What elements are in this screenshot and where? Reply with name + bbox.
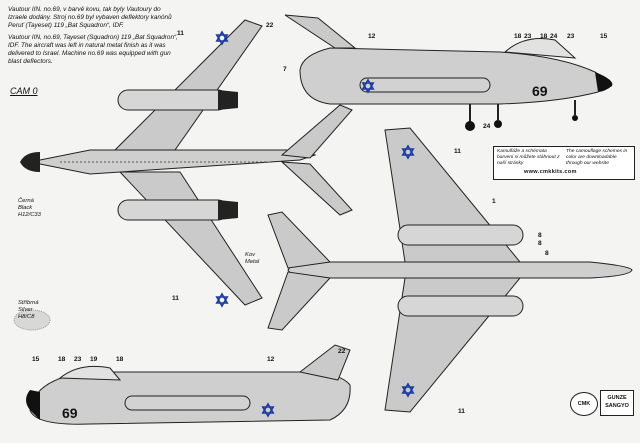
- callout-11-bottom: 11: [458, 408, 465, 415]
- gunze-sangyo-logo: GUNZE SANGYO: [600, 390, 634, 416]
- note-metal: Kov Metal: [245, 252, 260, 265]
- callout-23a: 23: [524, 33, 532, 40]
- callout-22-bottom: 22: [338, 348, 346, 355]
- callout-1: 1: [492, 198, 496, 205]
- website-info-box: Kamufláže a schémata barvení si můžete s…: [493, 146, 635, 180]
- callout-12: 12: [368, 33, 376, 40]
- serial-bottom: 69: [62, 405, 78, 421]
- callout-18b: 18: [540, 33, 548, 40]
- intro-english: Vautour IIN, no.69, Tayeset (Squadron) 1…: [8, 33, 178, 66]
- note-black: Černá Black H12/C33: [18, 198, 41, 218]
- cmk-logo: CMK: [570, 392, 598, 416]
- website-url: www.cmkkits.com: [524, 169, 577, 175]
- intro-text: Vautour IIN. no.69, v barvě kovu, tak by…: [8, 6, 178, 69]
- intro-czech: Vautour IIN. no.69, v barvě kovu, tak by…: [8, 6, 172, 30]
- callout-18-bottom-2: 18: [116, 356, 124, 363]
- callout-23b: 23: [567, 33, 575, 40]
- callout-11-left: 11: [172, 295, 179, 302]
- cam-label: CAM 0: [10, 86, 38, 96]
- website-info-czech: Kamufláže a schémata barvení si můžete s…: [497, 149, 560, 166]
- callout-18-bottom: 18: [58, 356, 66, 363]
- callout-12-bottom: 12: [267, 356, 275, 363]
- note-silver: Stříbrná Silver H8/C8: [18, 300, 39, 320]
- website-info-english: The camouflage schemes in color are down…: [566, 149, 628, 166]
- callout-24a: 24: [550, 33, 558, 40]
- callout-8b: 8: [538, 240, 542, 247]
- callout-15: 15: [600, 33, 608, 40]
- plan-view-left: [20, 19, 353, 307]
- callout-11-mid: 11: [454, 148, 461, 155]
- callout-11: 11: [177, 30, 184, 37]
- silver-swatch: [13, 309, 51, 331]
- callout-8a: 8: [538, 232, 542, 239]
- serial-top: 69: [532, 83, 548, 99]
- callout-18a: 18: [514, 33, 522, 40]
- callout-22: 22: [266, 22, 274, 29]
- side-view-top: 69: [284, 14, 613, 131]
- callout-8c: 8: [545, 250, 549, 257]
- callout-23-bottom: 23: [74, 356, 82, 363]
- plan-view-right: [267, 127, 633, 413]
- callout-24b: 24: [483, 123, 491, 130]
- side-view-bottom: 69: [26, 344, 351, 425]
- callout-15-bottom: 15: [32, 356, 40, 363]
- callout-19-bottom: 19: [90, 356, 98, 363]
- callout-7: 7: [283, 66, 287, 73]
